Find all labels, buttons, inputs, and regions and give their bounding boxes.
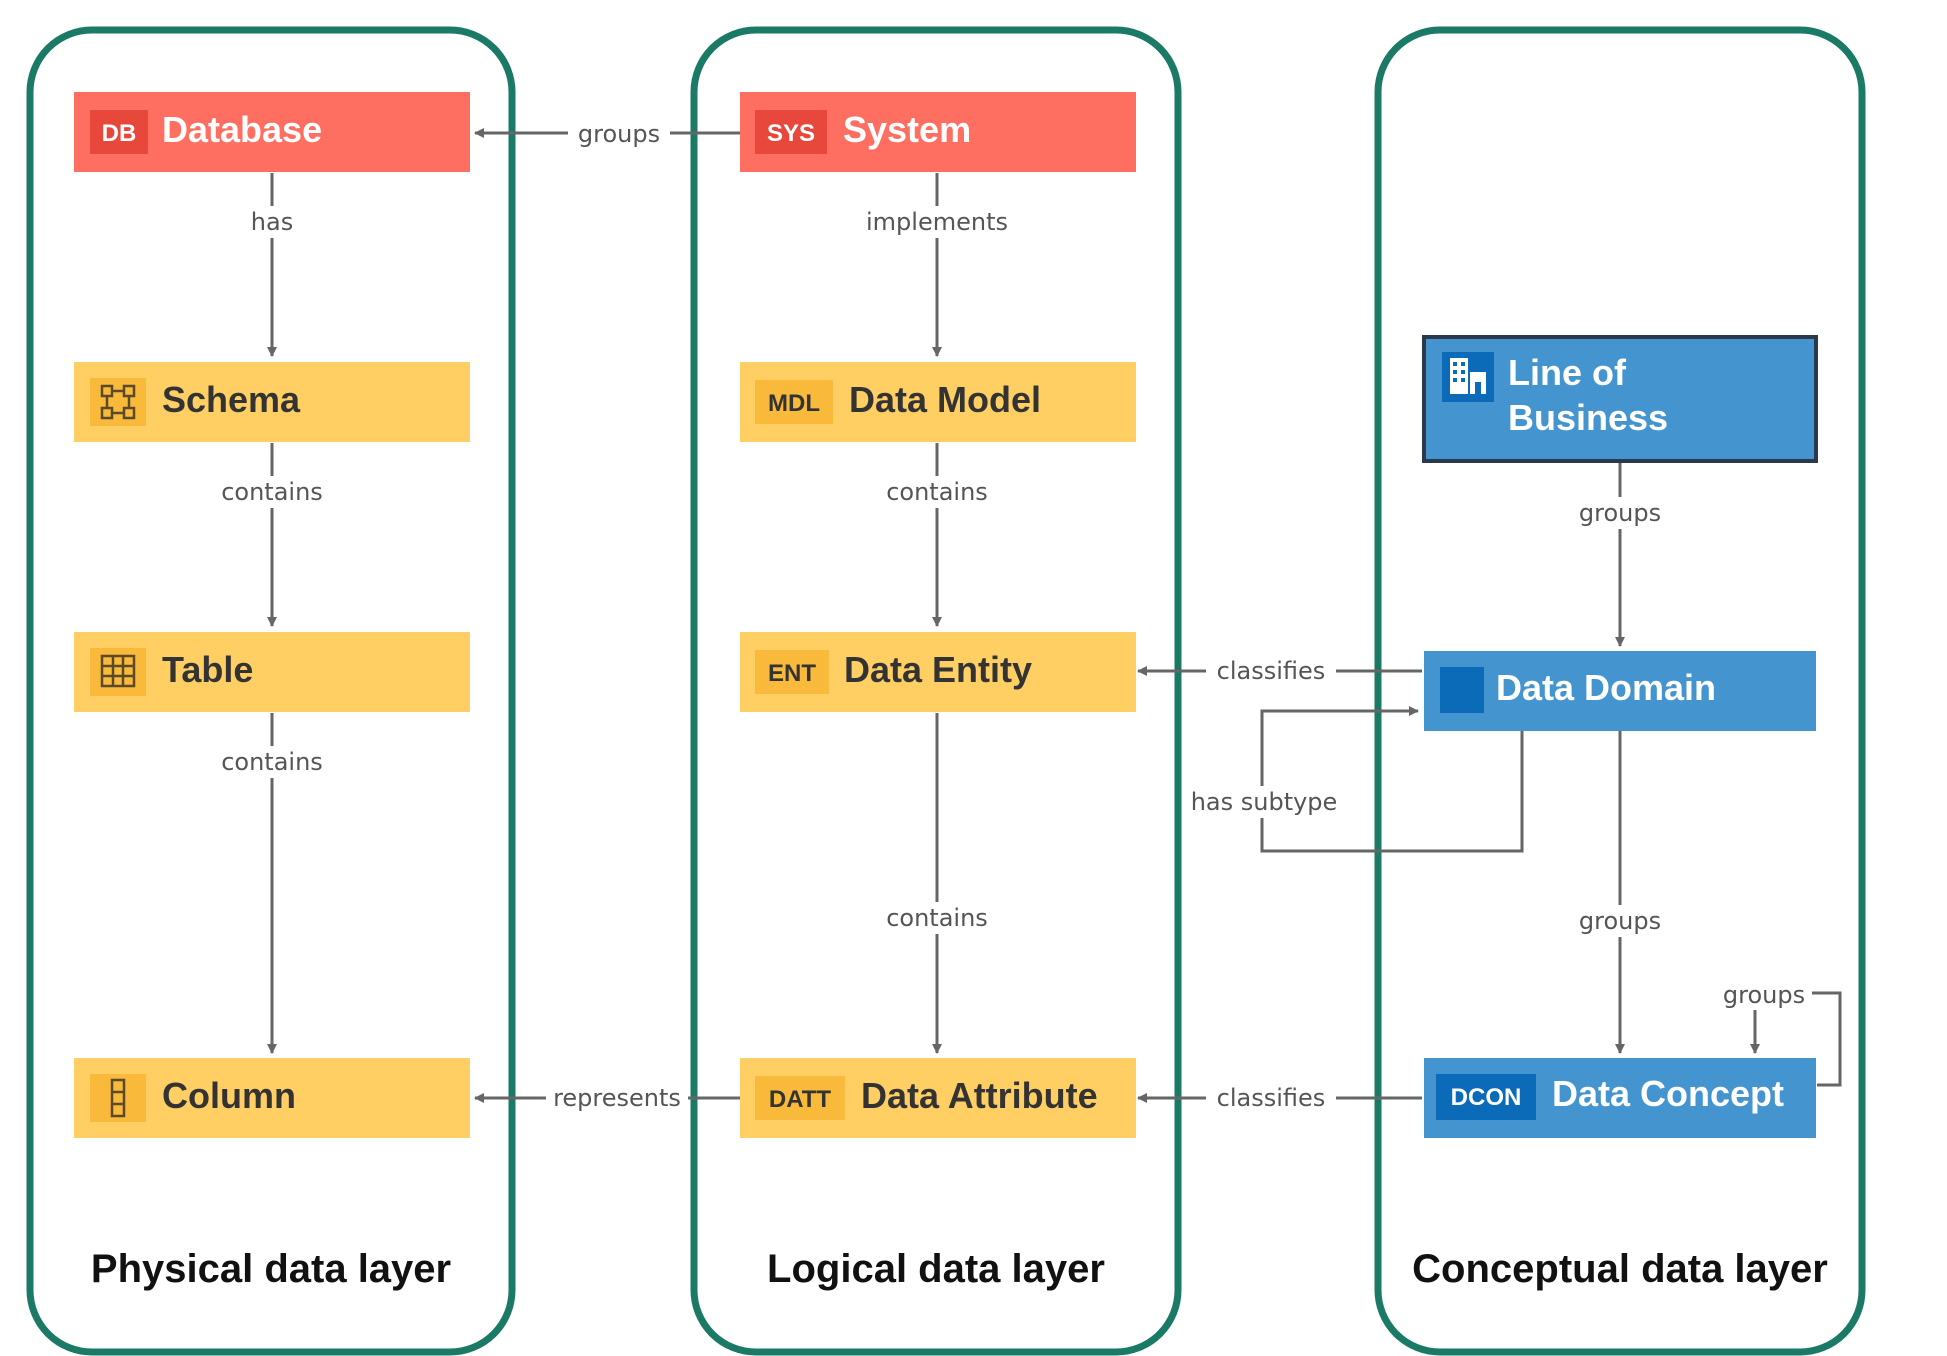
physical-layer-container [26, 26, 516, 1356]
node-schema[interactable]: Schema [74, 362, 470, 442]
edge-label-concept-classifies-attribute: classifies [1217, 1084, 1326, 1112]
database-badge: DB [102, 120, 137, 147]
system-badge: SYS [767, 120, 815, 147]
data-concept-badge: DCON [1451, 1084, 1522, 1111]
table-icon [100, 654, 136, 688]
node-data-domain[interactable]: Data Domain [1424, 651, 1816, 731]
node-data-entity[interactable]: ENT Data Entity [740, 632, 1136, 712]
column-label: Column [162, 1075, 296, 1116]
data-domain-label: Data Domain [1496, 667, 1716, 708]
conceptual-layer-title: Conceptual data layer [1412, 1247, 1828, 1291]
edge-label-database-has-schema: has [251, 208, 293, 236]
column-icon [110, 1078, 126, 1118]
edge-label-table-contains-column: contains [221, 748, 323, 776]
edge-label-system-implements-model: implements [866, 208, 1008, 236]
data-model-badge: MDL [768, 390, 820, 417]
schema-label: Schema [162, 379, 301, 420]
edge-label-attribute-represents-column: represents [553, 1084, 681, 1112]
edge-label-concept-groups-self: groups [1723, 981, 1805, 1009]
edge-domain-has-subtype [1260, 706, 1524, 853]
data-model-label: Data Model [849, 379, 1041, 420]
node-data-concept[interactable]: DCON Data Concept [1424, 1058, 1816, 1138]
node-data-attribute[interactable]: DATT Data Attribute [740, 1058, 1136, 1138]
edge-label-domain-groups-concept: groups [1579, 907, 1661, 935]
data-attribute-badge: DATT [769, 1086, 832, 1113]
node-database[interactable]: DB Database [74, 92, 470, 172]
database-label: Database [162, 109, 322, 150]
edge-concept-groups-self [1750, 991, 1842, 1087]
node-table[interactable]: Table [74, 632, 470, 712]
data-entity-badge: ENT [768, 660, 816, 687]
conceptual-layer-container [1374, 26, 1866, 1356]
node-line-of-business[interactable]: Line of Business [1422, 335, 1818, 463]
edge-label-entity-contains-attribute: contains [886, 904, 988, 932]
table-label: Table [162, 649, 253, 690]
physical-layer-title: Physical data layer [91, 1247, 451, 1291]
domain-icon [1440, 667, 1484, 713]
data-entity-label: Data Entity [844, 649, 1032, 690]
logical-layer-title: Logical data layer [767, 1247, 1105, 1291]
edge-label-schema-contains-table: contains [221, 478, 323, 506]
data-attribute-label: Data Attribute [861, 1075, 1098, 1116]
building-icon [1450, 358, 1486, 394]
edge-label-domain-classifies-entity: classifies [1217, 657, 1326, 685]
line-of-business-label-line2: Business [1508, 397, 1668, 438]
system-label: System [843, 109, 971, 150]
schema-icon [100, 384, 136, 420]
edge-label-lob-groups-domain: groups [1579, 499, 1661, 527]
node-column[interactable]: Column [74, 1058, 470, 1138]
node-data-model[interactable]: MDL Data Model [740, 362, 1136, 442]
edge-label-system-groups-database: groups [578, 120, 660, 148]
line-of-business-label-line1: Line of [1508, 352, 1627, 393]
data-concept-label: Data Concept [1552, 1073, 1784, 1114]
logical-layer-container [690, 26, 1182, 1356]
edge-label-model-contains-entity: contains [886, 478, 988, 506]
node-system[interactable]: SYS System [740, 92, 1136, 172]
edge-label-domain-has-subtype: has subtype [1191, 788, 1338, 816]
